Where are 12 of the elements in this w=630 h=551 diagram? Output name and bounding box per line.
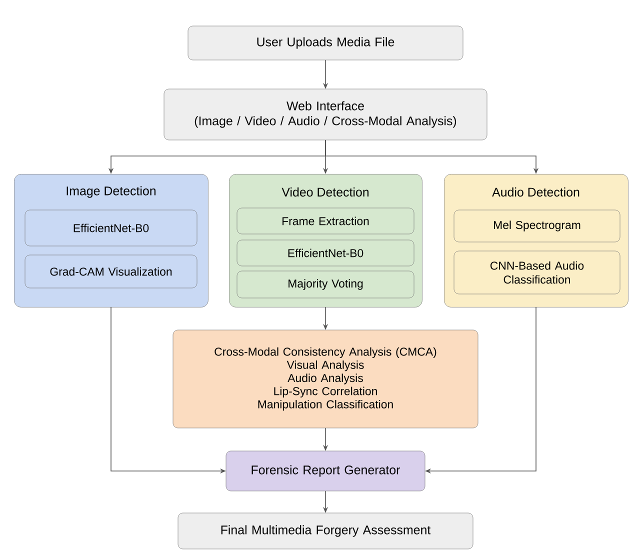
process-box: EfficientNet-B0	[236, 240, 414, 266]
process-box: Frame Extraction	[236, 208, 414, 234]
process-box: Majority Voting	[236, 270, 414, 298]
process-box: EfficientNet-B0	[24, 210, 198, 246]
process-box: CNN-Based Audio Classification	[454, 250, 620, 294]
process-box: User Uploads Media File	[188, 26, 464, 60]
process-box: Web Interface (Image / Video / Audio / Cross-Modal Analysis)	[164, 88, 488, 140]
process-box: Final Multimedia Forgery Assessment	[178, 512, 474, 550]
process-box: Cross-Modal Consistency Analysis (CMCA) Visual Analysis Audio Analysis Lip-Sync Correlation Manipulation Classification	[172, 330, 478, 428]
process-box: Forensic Report Generator	[226, 450, 426, 492]
process-box: Grad-CAM Visualization	[24, 254, 198, 288]
process-box: Mel Spectrogram	[454, 210, 620, 242]
